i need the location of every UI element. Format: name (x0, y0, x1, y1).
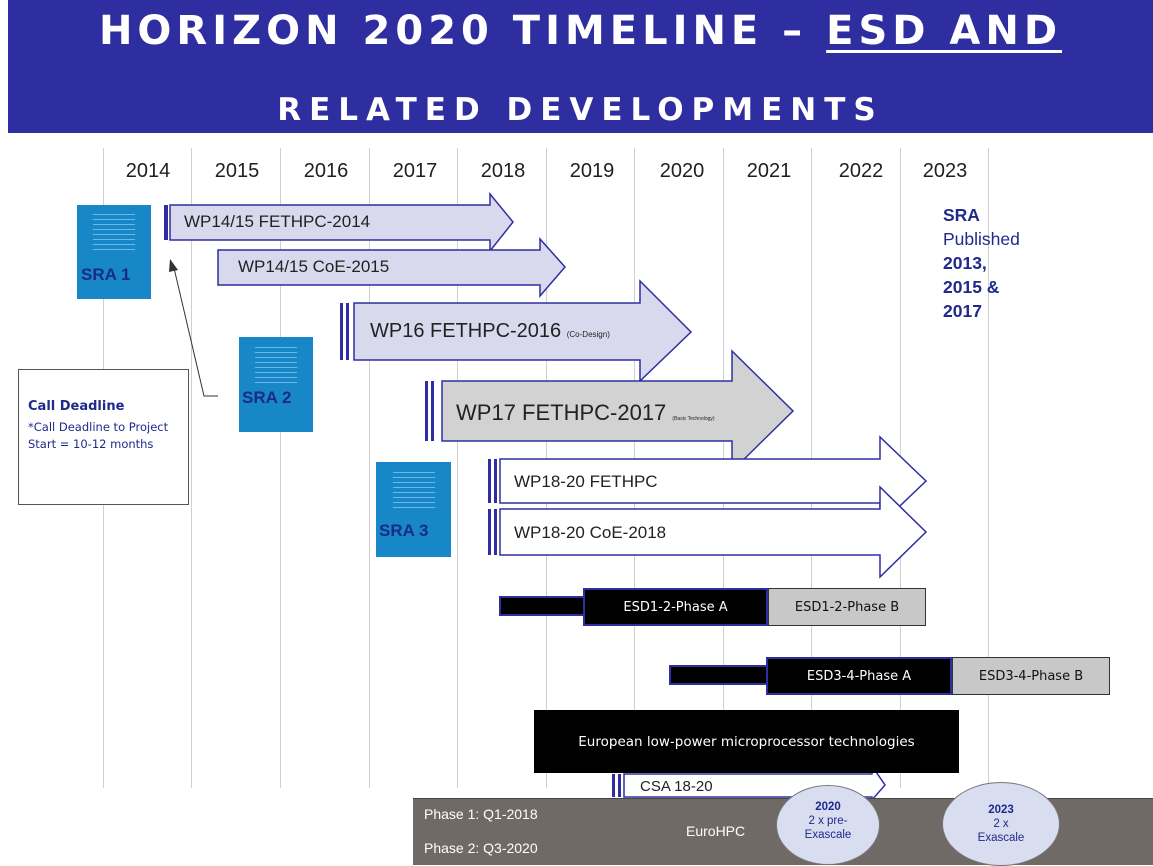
microprocessor-bar: European low-power microprocessor techno… (534, 710, 959, 773)
year-label: 2020 (659, 160, 705, 182)
document-icon: SRA 3 (376, 462, 451, 557)
milestone-2023: 2023 2 x Exascale (942, 782, 1060, 866)
title-line-2-text: related developments (271, 92, 890, 128)
wp1415-coe-label: WP14/15 CoE-2015 (238, 257, 390, 276)
gridline (369, 148, 370, 788)
milestone-2023-line2: Exascale (977, 832, 1025, 844)
arrow-wp1415-coe (217, 237, 566, 299)
sra2-label: SRA 2 (242, 388, 292, 407)
sra-published-note: SRA Published 2013, 2015 & 2017 (943, 203, 1020, 323)
milestone-2020-year: 2020 (815, 801, 841, 813)
year-label: 2018 (480, 160, 526, 182)
call-deadline-title: Call Deadline (28, 399, 125, 414)
year-label: 2014 (125, 160, 171, 182)
year-label: 2021 (746, 160, 792, 182)
gridline (191, 148, 192, 788)
year-label: 2022 (838, 160, 884, 182)
title-prefix: Horizon 2020 Timeline – (98, 8, 808, 54)
call-deadline-text: *Call Deadline to Project Start = 10-12 … (28, 420, 169, 451)
sra1-label: SRA 1 (81, 265, 131, 284)
sra-note-line1: SRA (943, 205, 980, 225)
arrow-wp1820-coe (488, 485, 928, 579)
wp16-label-text: WP16 FETHPC-2016 (370, 320, 562, 342)
esd12-phase-a-bar: ESD1-2-Phase A (583, 588, 768, 626)
wp17-label: WP17 FETHPC-2017 (Basic Technology) (456, 400, 715, 426)
document-icon: SRA 1 (77, 205, 151, 299)
esd12-phase-b-bar: ESD1-2-Phase B (768, 588, 926, 626)
year-label: 2019 (569, 160, 615, 182)
title-underlined: EsD and (826, 8, 1063, 54)
milestone-2020: 2020 2 x pre- Exascale (776, 785, 880, 865)
gridline (988, 148, 989, 788)
esd12-lead-bar (499, 596, 589, 616)
sra3-label: SRA 3 (379, 521, 429, 540)
milestone-2023-line1: 2 x (993, 818, 1009, 830)
year-label: 2016 (303, 160, 349, 182)
gridline (457, 148, 458, 788)
arrow-wp17-fethpc (425, 349, 795, 473)
wp1820-fethpc-label: WP18-20 FETHPC (514, 472, 658, 491)
wp16-label: WP16 FETHPC-2016 (Co-Design) (370, 320, 610, 343)
title-band: Horizon 2020 Timeline – EsD and related … (8, 0, 1153, 133)
esd34-phase-b-bar: ESD3-4-Phase B (952, 657, 1110, 695)
wp16-sub: (Co-Design) (566, 330, 610, 339)
gridline (280, 148, 281, 788)
wp1415-fethpc-label: WP14/15 FETHPC-2014 (184, 212, 371, 231)
sra-note-line4: 2015 & (943, 277, 1000, 297)
milestone-2020-line1: 2 x pre- (808, 815, 848, 827)
eurohpc-label: EuroHPC (686, 823, 746, 839)
wp1820-coe-label: WP18-20 CoE-2018 (514, 523, 667, 542)
eurohpc-phase1: Phase 1: Q1-2018 (424, 806, 538, 822)
milestone-2020-line2: Exascale (804, 829, 852, 841)
call-deadline-box (18, 369, 189, 505)
sra-note-line5: 2017 (943, 301, 982, 321)
eurohpc-phase2: Phase 2: Q3-2020 (424, 840, 538, 856)
year-label: 2015 (214, 160, 260, 182)
milestone-2023-year: 2023 (988, 804, 1014, 816)
wp17-sub: (Basic Technology) (672, 416, 715, 422)
title-line-1: Horizon 2020 Timeline – EsD and (8, 8, 1153, 54)
wp17-label-text: WP17 FETHPC-2017 (456, 400, 667, 425)
esd34-lead-bar (669, 665, 773, 685)
year-label: 2023 (922, 160, 968, 182)
call-deadline-arrow (169, 259, 218, 397)
title-line-2: related developments (8, 92, 1153, 128)
esd34-phase-a-bar: ESD3-4-Phase A (766, 657, 952, 695)
arrow-wp1415-fethpc (164, 191, 514, 254)
document-icon: SRA 2 (239, 337, 313, 432)
year-label: 2017 (392, 160, 438, 182)
csa-label: CSA 18-20 (640, 778, 713, 795)
sra-note-line2: Published (943, 229, 1020, 249)
arrow-wp1820-fethpc (488, 435, 928, 527)
sra-note-line3: 2013, (943, 253, 987, 273)
arrow-wp16-fethpc (340, 279, 693, 383)
